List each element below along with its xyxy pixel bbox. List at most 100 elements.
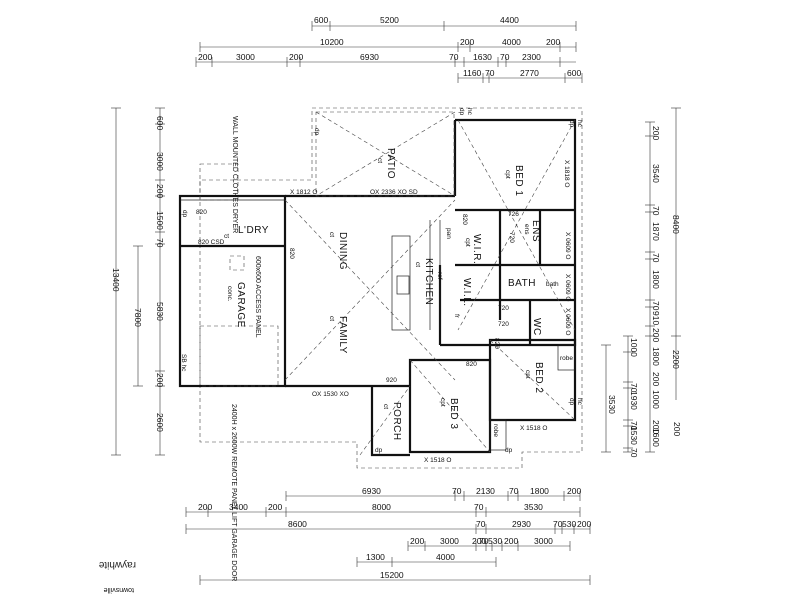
dim-left-5830: 5830 — [155, 302, 165, 321]
dim-left-600: 600 — [155, 116, 165, 130]
dim-bottom-15200: 15200 — [380, 570, 404, 580]
floor-bed1: cpt — [504, 170, 511, 179]
dim-right-1600: 1600 — [651, 428, 661, 447]
dim-bottom-200d: 200 — [577, 519, 591, 529]
dim-right-1870: 1870 — [651, 222, 661, 241]
label-hc-3: hc — [576, 398, 583, 406]
dim-bottom-4000: 4000 — [436, 552, 455, 562]
label-dp-5: dp — [375, 447, 383, 454]
dim-bottom-2130: 2130 — [476, 486, 495, 496]
dim-bottom-200f: 200 — [472, 536, 486, 546]
label-door-920: 920 — [386, 377, 397, 384]
dim-top-4000: 4000 — [502, 37, 521, 47]
dim-bottom-1800: 1800 — [530, 486, 549, 496]
dim-bottom-70c: 70 — [474, 502, 484, 512]
top-dimensions: 600 5200 4400 10200 200 4000 200 200 300… — [195, 15, 583, 83]
dim-right-2200: 2200 — [671, 350, 681, 369]
dim-bottom-8000: 8000 — [372, 502, 391, 512]
label-door-820-4: 820 — [493, 338, 500, 349]
label-ref: ref — [436, 272, 443, 280]
dim-top-200d: 200 — [289, 52, 303, 62]
dim-right-1930: 1930 — [629, 391, 639, 410]
opening-w3: X 1818 O — [563, 160, 570, 187]
walls — [178, 107, 583, 469]
room-wc: WC — [531, 318, 542, 336]
dim-left-200a: 200 — [155, 184, 165, 198]
room-ldry: L'DRY — [238, 225, 269, 236]
dim-top-1160: 1160 — [463, 68, 482, 78]
dim-bottom-3000b: 3000 — [534, 536, 553, 546]
dim-bottom-70b: 70 — [509, 486, 519, 496]
dim-bottom-200g: 200 — [504, 536, 518, 546]
label-door-720-1: 720 — [508, 232, 515, 243]
floor-dining: ct — [328, 232, 335, 237]
label-dp-7: dp — [181, 210, 188, 218]
floor-family: ct — [328, 316, 335, 321]
room-patio: PATIO — [385, 148, 396, 179]
room-bath: BATH — [508, 278, 536, 289]
dim-right-1000b: 1000 — [651, 390, 661, 409]
floor-kitchen: ct — [414, 262, 421, 267]
dim-right-1800: 1800 — [651, 270, 661, 289]
dim-right-70f: 70 — [629, 448, 639, 458]
right-dimensions: 200 3540 70 1870 70 1800 70 910 200 8400… — [601, 107, 682, 458]
dim-bottom-3530: 3530 — [524, 502, 543, 512]
dim-left-13400: 13400 — [111, 268, 121, 292]
dim-bottom-530b: 530 — [488, 536, 502, 546]
note-garage-door: 2400H x 2600W REMOTE PANEL LIFT GARAGE D… — [230, 404, 237, 581]
dim-right-3540: 3540 — [651, 164, 661, 183]
opening-w6: X 0609 O — [564, 308, 571, 335]
dim-right-200a: 200 — [651, 126, 661, 140]
dim-right-70b: 70 — [651, 253, 661, 263]
dim-top-200c: 200 — [198, 52, 212, 62]
label-door-720-3: 720 — [498, 321, 509, 328]
dim-top-1630: 1630 — [473, 52, 492, 62]
floor-garage: conc. — [226, 286, 233, 302]
dim-right-200b: 200 — [651, 328, 661, 342]
dim-bottom-2930: 2930 — [512, 519, 531, 529]
dim-right-1000a: 1000 — [629, 338, 639, 357]
floor-patio: ct — [376, 158, 383, 163]
dim-right-70a: 70 — [651, 206, 661, 216]
brand-name: raywhite — [98, 559, 136, 570]
dim-bottom-200c: 200 — [268, 502, 282, 512]
dim-top-3000: 3000 — [236, 52, 255, 62]
floor-porch: ct — [382, 404, 389, 409]
label-door-820-l: 820 — [196, 209, 207, 216]
notes: WALL MOUNTED CLOTHES DRYER 600x600 ACCES… — [230, 116, 261, 581]
room-kitchen: KITCHEN — [423, 258, 434, 305]
room-porch: PORCH — [391, 402, 402, 441]
label-dp-2: dp — [458, 108, 465, 116]
opening-w1: X 1812 O — [290, 189, 317, 196]
dim-top-70a: 70 — [449, 52, 459, 62]
dim-top-70c: 70 — [485, 68, 495, 78]
dim-right-200d: 200 — [651, 420, 661, 434]
dim-top-600b: 600 — [567, 68, 581, 78]
opening-w2: OX 2336 XO SD — [370, 189, 418, 196]
room-bed3: BED 3 — [448, 398, 459, 429]
label-bath-small: bath — [546, 281, 559, 288]
room-family: FAMILY — [337, 316, 348, 354]
room-wir: W.I.R. — [471, 234, 482, 264]
dim-top-70b: 70 — [500, 52, 510, 62]
opening-w4: X 0609 O — [564, 232, 571, 259]
opening-w7: X 1518 O — [520, 425, 547, 432]
room-bed1: BED 1 — [513, 165, 524, 196]
label-hc-2: hc — [576, 120, 583, 128]
dim-bottom-200a: 200 — [567, 486, 581, 496]
dim-right-70c: 70 — [651, 301, 661, 311]
label-robe-2: robe — [492, 424, 499, 437]
dim-bottom-3400: 3400 — [229, 502, 248, 512]
label-door-820-3: 820 — [466, 361, 477, 368]
dim-bottom-70d: 70 — [476, 519, 486, 529]
label-dp-1: dp — [313, 128, 320, 136]
dim-top-600: 600 — [314, 15, 328, 25]
dim-left-2600: 2600 — [155, 413, 165, 432]
note-access-panel: 600x600 ACCESS PANEL — [254, 256, 261, 338]
branding: raywhite townsville — [98, 559, 136, 593]
dim-bottom-70f: 70 — [479, 536, 489, 546]
dim-bottom-1300: 1300 — [366, 552, 385, 562]
label-fr: fr — [453, 314, 460, 319]
label-hc-1: hc — [466, 108, 473, 116]
